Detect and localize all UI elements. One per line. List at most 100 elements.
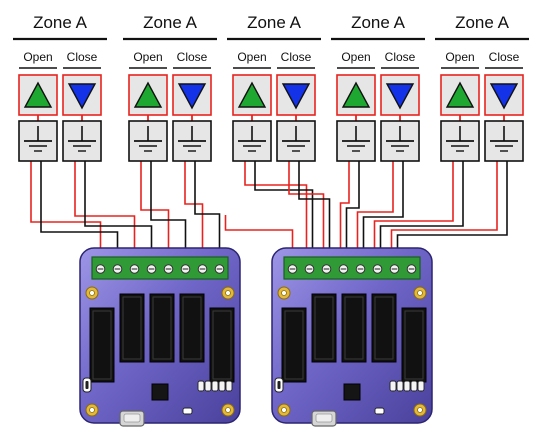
small-component bbox=[374, 407, 385, 415]
mount-hole-center bbox=[89, 407, 95, 413]
header-pin bbox=[218, 380, 226, 392]
zone-1-open-switch[interactable] bbox=[18, 74, 58, 162]
terminal-block bbox=[91, 256, 229, 280]
zone-1-close-switch[interactable] bbox=[62, 74, 102, 162]
ground-wire bbox=[362, 161, 404, 257]
signal-wire bbox=[224, 215, 294, 257]
relay-outline bbox=[92, 310, 112, 380]
zone-2: Zone A Open Close bbox=[123, 13, 217, 69]
mount-hole-center bbox=[417, 407, 423, 413]
ground-icon bbox=[446, 126, 474, 152]
ground-terminal bbox=[440, 120, 480, 162]
relay-board-1 bbox=[79, 247, 241, 427]
ground-terminal bbox=[276, 120, 316, 162]
header-pin bbox=[225, 380, 233, 392]
open-label: Open bbox=[23, 50, 52, 64]
zone-4: Zone A Open Close bbox=[331, 13, 425, 69]
relay bbox=[281, 307, 307, 383]
zone-4-close-switch[interactable] bbox=[380, 74, 420, 162]
small-component bbox=[182, 407, 193, 415]
up-arrow-icon bbox=[445, 81, 475, 108]
signal-wire bbox=[339, 161, 350, 257]
ground-wire bbox=[84, 161, 153, 257]
up-arrow-icon bbox=[341, 81, 371, 108]
open-label: Open bbox=[445, 50, 474, 64]
ic-chip bbox=[151, 383, 169, 401]
header-pin bbox=[417, 380, 425, 392]
ground-icon bbox=[490, 126, 518, 152]
relay-outline bbox=[404, 310, 424, 380]
down-arrow-icon bbox=[385, 83, 415, 110]
open-label: Open bbox=[341, 50, 370, 64]
ground-terminal bbox=[172, 120, 212, 162]
signal-wire bbox=[390, 161, 498, 257]
header-pin bbox=[410, 380, 418, 392]
header-pin bbox=[403, 380, 411, 392]
close-label: Close bbox=[385, 50, 416, 64]
zone-title: Zone A bbox=[143, 13, 198, 32]
relay-board-2 bbox=[271, 247, 433, 427]
zone-3-close-switch[interactable] bbox=[276, 74, 316, 162]
ground-wire bbox=[379, 161, 464, 257]
up-arrow-icon bbox=[133, 81, 163, 108]
ground-icon bbox=[342, 126, 370, 152]
relay bbox=[209, 307, 235, 383]
zone-5: Zone A Open Close bbox=[435, 13, 529, 69]
ground-wire bbox=[150, 161, 187, 257]
zone-5-close-switch[interactable] bbox=[484, 74, 524, 162]
signal-wire bbox=[74, 161, 136, 257]
close-button-frame[interactable] bbox=[62, 74, 102, 116]
ground-terminal bbox=[18, 120, 58, 162]
relay bbox=[341, 293, 367, 363]
ground-wire bbox=[396, 161, 508, 257]
mount-hole-center bbox=[225, 407, 231, 413]
relay-outline bbox=[122, 296, 142, 360]
header-pin bbox=[396, 380, 404, 392]
relay bbox=[179, 293, 205, 363]
terminal-block bbox=[283, 256, 421, 280]
ground-icon bbox=[134, 126, 162, 152]
relay bbox=[311, 293, 337, 363]
zone-2-open-switch[interactable] bbox=[128, 74, 168, 162]
zone-title: Zone A bbox=[455, 13, 510, 32]
zone-5-open-switch[interactable] bbox=[440, 74, 480, 162]
close-label: Close bbox=[281, 50, 312, 64]
ground-terminal bbox=[62, 120, 102, 162]
close-label: Close bbox=[489, 50, 520, 64]
signal-wire bbox=[140, 161, 170, 257]
ground-terminal bbox=[128, 120, 168, 162]
open-label: Open bbox=[133, 50, 162, 64]
up-arrow-icon bbox=[237, 81, 267, 108]
signal-wire bbox=[373, 161, 454, 257]
ground-icon bbox=[386, 126, 414, 152]
relay bbox=[371, 293, 397, 363]
ground-terminal bbox=[232, 120, 272, 162]
zone-3-open-switch[interactable] bbox=[232, 74, 272, 162]
ground-icon bbox=[238, 126, 266, 152]
ground-icon bbox=[282, 126, 310, 152]
close-label: Close bbox=[177, 50, 208, 64]
relay-boards bbox=[79, 247, 433, 427]
relay bbox=[89, 307, 115, 383]
zone-title: Zone A bbox=[351, 13, 406, 32]
zone-4-open-switch[interactable] bbox=[336, 74, 376, 162]
relay-outline bbox=[284, 310, 304, 380]
mount-hole-center bbox=[89, 290, 95, 296]
usb-port-inner bbox=[315, 413, 333, 423]
zone-2-close-switch[interactable] bbox=[172, 74, 212, 162]
relay bbox=[401, 307, 427, 383]
relay-outline bbox=[314, 296, 334, 360]
up-arrow-icon bbox=[23, 81, 53, 108]
ground-icon bbox=[178, 126, 206, 152]
open-label: Open bbox=[237, 50, 266, 64]
signal-wire bbox=[30, 161, 102, 257]
relay-outline bbox=[182, 296, 202, 360]
relay-outline bbox=[152, 296, 172, 360]
relay bbox=[119, 293, 145, 363]
ground-wire bbox=[298, 161, 331, 257]
ground-wire bbox=[40, 161, 119, 257]
side-slot-inner bbox=[85, 381, 89, 389]
